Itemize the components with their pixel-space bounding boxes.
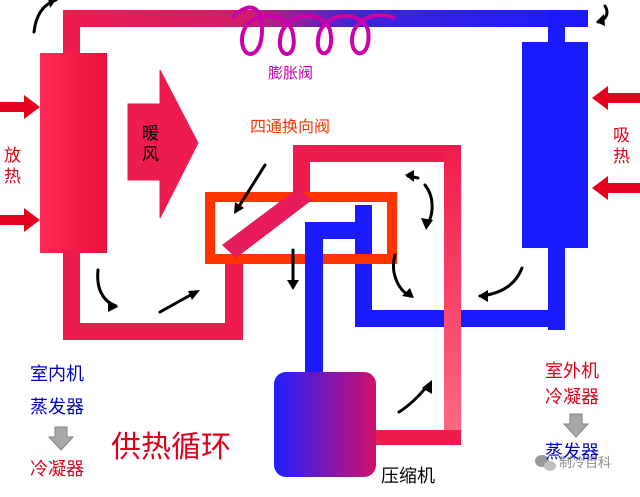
- right-top-pipe: [548, 10, 565, 50]
- discharge-pipe: [444, 145, 461, 445]
- down-arrow-icon: [562, 413, 590, 438]
- valve-top-left-pipe: [293, 145, 310, 200]
- wechat-icon: [535, 455, 556, 471]
- outdoor-coil: [522, 42, 588, 248]
- valve-inner-blue-top: [305, 222, 372, 239]
- valve-top-pipe: [293, 145, 461, 162]
- outdoor-evaporator-label: 蒸发器: [545, 442, 599, 463]
- top-pipe: [63, 10, 588, 27]
- release-heat-label: 放热: [4, 146, 21, 188]
- compressor-body: [274, 372, 376, 477]
- valve-left-pipe: [225, 262, 243, 340]
- watermark: 制冷百科: [559, 456, 612, 471]
- left-top-pipe: [63, 10, 80, 60]
- expansion-valve-coil: [230, 5, 396, 56]
- flow-arrowheads: [48, 0, 605, 394]
- indoor-coil: [40, 53, 107, 253]
- valve-diagonal: [222, 188, 312, 258]
- warm-air-arrow: [127, 69, 199, 219]
- outdoor-condenser-label: 冷凝器: [545, 387, 599, 408]
- down-arrow-icon: [47, 426, 75, 451]
- compressor-out-pipe: [370, 430, 461, 445]
- indoor-condenser-label: 冷凝器: [30, 459, 84, 480]
- suction-pipe: [305, 222, 323, 374]
- warm-air-label: 暖风: [142, 124, 159, 166]
- indoor-bottom-pipe: [63, 250, 80, 340]
- absorb-heat-label: 吸热: [613, 126, 630, 168]
- indoor-return-pipe: [63, 323, 243, 340]
- indoor-evaporator-label: 蒸发器: [30, 397, 84, 418]
- heating-cycle-title: 供热循环: [111, 430, 231, 465]
- outdoor-unit-label: 室外机: [545, 361, 599, 382]
- outdoor-bottom-pipe: [548, 245, 565, 330]
- four-way-valve-label: 四通换向阀: [250, 117, 331, 136]
- indoor-unit-label: 室内机: [30, 364, 84, 385]
- expansion-valve-label: 膨胀阀: [268, 64, 314, 82]
- compressor-label: 压缩机: [381, 466, 435, 487]
- absorb-heat-arrows: [592, 86, 640, 200]
- release-heat-arrows: [0, 95, 40, 232]
